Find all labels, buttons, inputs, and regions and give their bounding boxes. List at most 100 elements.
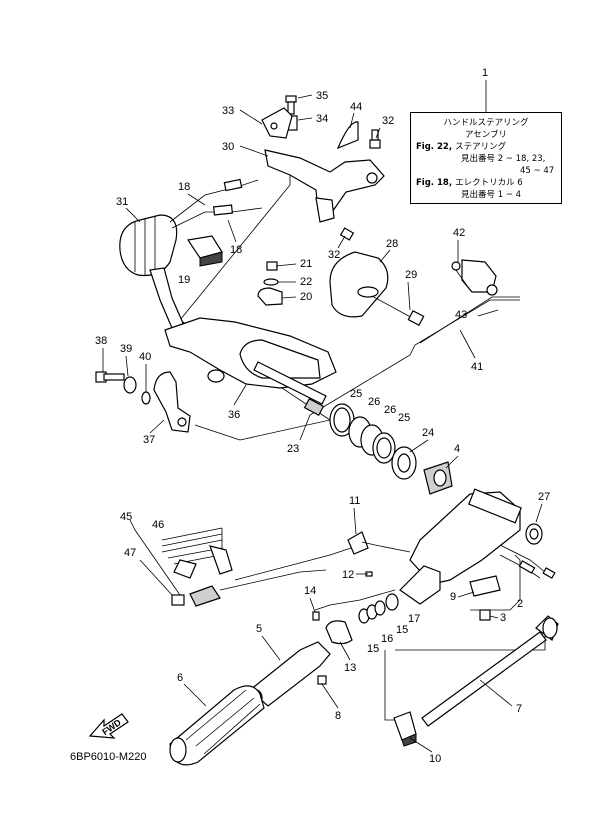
callout-32a: 32 [382, 115, 394, 127]
part-22-washer [263, 278, 279, 286]
part-39-collar [123, 376, 137, 394]
part-9-plate [469, 575, 501, 597]
part-28-cover [329, 251, 389, 318]
part-25-ring-b [372, 432, 396, 464]
part-32-screw-top [369, 129, 381, 149]
stop-switch-body [189, 569, 327, 607]
note-ref1-label: Fig. 22, [416, 142, 453, 152]
callout-4: 4 [454, 443, 460, 455]
callout-39: 39 [120, 343, 132, 355]
callout-43: 43 [455, 309, 467, 321]
part-15-washer-b [374, 600, 386, 616]
callout-12: 12 [342, 569, 354, 581]
part-29-bolt [371, 295, 425, 327]
callout-18b: 18 [230, 244, 242, 256]
part-33-clamp [261, 107, 293, 139]
callout-2: 2 [517, 598, 523, 610]
drawing-code: 6BP6010-M220 [70, 751, 147, 763]
callout-25a: 25 [350, 388, 362, 400]
part-7-control-shaft [421, 615, 559, 727]
callout-25b: 25 [398, 412, 410, 424]
note-ref-fig18: Fig. 18, エレクトリカル 6 [416, 177, 556, 189]
fwd-arrow-icon [88, 713, 129, 739]
part-35-bolt [285, 95, 297, 115]
part-37-lever [153, 371, 191, 433]
part-3-bolt [479, 609, 491, 621]
callout-9: 9 [450, 591, 456, 603]
part-30-upper-bracket [264, 149, 385, 223]
callout-16: 16 [381, 633, 393, 645]
callout-18a: 18 [178, 181, 190, 193]
callout-32b: 32 [328, 249, 340, 261]
callout-26b: 26 [384, 404, 396, 416]
note-ref2-text: エレクトリカル 6 [455, 178, 523, 188]
callout-26a: 26 [368, 396, 380, 408]
callout-14: 14 [304, 585, 316, 597]
callout-37: 37 [143, 434, 155, 446]
note-title-line1: ハンドルステアリング [443, 118, 529, 128]
part-14-screw [312, 611, 320, 621]
callout-33: 33 [222, 105, 234, 117]
callout-45: 45 [120, 511, 132, 523]
part-36-steering-bracket [164, 317, 337, 405]
part-6-throttle-grip [169, 685, 265, 766]
callout-10: 10 [429, 753, 441, 765]
callout-leaders [102, 94, 543, 753]
callout-47: 47 [124, 547, 136, 559]
callout-38: 38 [95, 335, 107, 347]
part-19-switch [186, 235, 223, 267]
note-ref1-text: ステアリング [455, 142, 507, 152]
part-25-ring-a [329, 403, 355, 437]
part-4-bushing [423, 461, 453, 495]
part-20-clip [257, 287, 283, 306]
callout-27: 27 [538, 491, 550, 503]
note-ref1-line2: 見出番号 2 ~ 18, 23, [461, 154, 546, 164]
callout-8: 8 [335, 710, 341, 722]
callout-35: 35 [316, 90, 328, 102]
part-2-tiller-arm [399, 488, 522, 605]
callout-22: 22 [300, 276, 312, 288]
callout-30: 30 [222, 141, 234, 153]
callout-44: 44 [350, 101, 362, 113]
note-ref2-line2: 見出番号 1 ~ 4 [461, 190, 522, 200]
note-ref1-line3: 45 ~ 47 [520, 166, 555, 176]
part-17-nut [385, 593, 399, 611]
cable-connectors [499, 544, 556, 579]
callout-5: 5 [256, 623, 262, 635]
callout-41: 41 [471, 361, 483, 373]
part-40-washer [141, 391, 151, 405]
callout-6: 6 [177, 672, 183, 684]
callout-24: 24 [422, 427, 434, 439]
callout-1: 1 [482, 67, 488, 79]
callout-11: 11 [349, 495, 360, 507]
part-18-cable-lower [171, 204, 263, 229]
part-44-plate [336, 121, 359, 150]
note-ref-fig22: Fig. 22, ステアリング [416, 141, 556, 153]
part-32-screw-bottom [339, 227, 355, 241]
callout-7: 7 [516, 703, 522, 715]
callout-15a: 15 [367, 643, 379, 655]
part-46-lanyard [161, 527, 233, 579]
callout-17: 17 [408, 613, 420, 625]
part-47-cap [171, 594, 185, 606]
callout-34: 34 [316, 113, 328, 125]
part-5-shaft [249, 641, 331, 707]
callout-20: 20 [300, 291, 312, 303]
part-18-cable-upper [169, 178, 259, 223]
part-38-bolt [95, 371, 125, 383]
part-23-shaft-end [303, 398, 325, 416]
callout-31: 31 [116, 196, 128, 208]
part-27-cap [525, 523, 543, 545]
part-21-bolt [266, 261, 278, 271]
part-42-throttle-link [451, 259, 498, 296]
callout-40: 40 [139, 351, 151, 363]
callout-29: 29 [405, 269, 417, 281]
callout-23: 23 [287, 443, 299, 455]
callout-3: 3 [500, 612, 506, 624]
callout-labels: 1 2 3 4 5 6 7 8 9 10 11 12 13 14 15 15 1… [95, 67, 550, 765]
part-10-block [393, 711, 417, 747]
callout-46: 46 [152, 519, 164, 531]
callout-36: 36 [228, 409, 240, 421]
callout-19: 19 [178, 274, 190, 286]
